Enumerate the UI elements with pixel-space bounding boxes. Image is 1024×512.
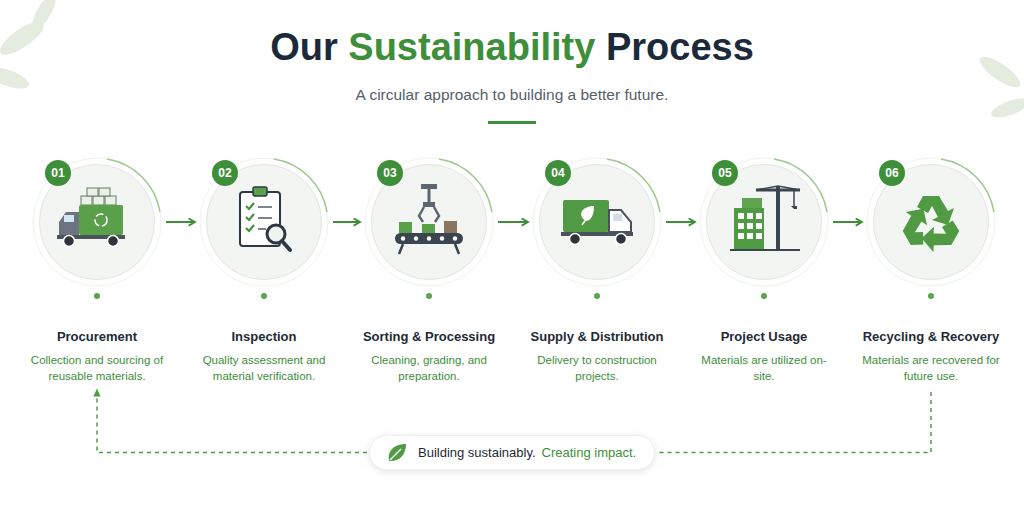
callout-number: 05	[712, 160, 738, 186]
step-dot	[594, 293, 600, 299]
spacer	[349, 280, 509, 328]
circle-grounds	[33, 158, 995, 286]
flow-connector	[166, 221, 195, 223]
title-word: Sustainability	[348, 26, 606, 68]
spacer	[517, 280, 677, 328]
clipboard-icon	[240, 187, 290, 250]
step-description: Delivery to construction projects.	[528, 352, 666, 384]
spacer	[17, 280, 177, 328]
caption: A circular approach to building a better…	[0, 86, 1024, 104]
title: Our Sustainability Process	[0, 26, 1024, 69]
step-heading: Recycling & Recovery	[851, 328, 1011, 346]
title-word: Our	[270, 26, 348, 68]
step-description: Materials are utilized on-site.	[695, 352, 833, 384]
flow-connector	[97, 392, 367, 453]
callout-number: 02	[212, 160, 238, 186]
spacer	[684, 280, 844, 328]
step-heading: Supply & Distribution	[517, 328, 677, 346]
title-word: Process	[606, 26, 754, 68]
process-step: Sorting & ProcessingCleaning, grading, a…	[349, 164, 509, 384]
flow-connector	[833, 221, 862, 223]
step-dot	[928, 293, 934, 299]
recycle-icon	[895, 196, 962, 258]
truck-icon	[57, 188, 125, 247]
step-description: Cleaning, grading, and preparation.	[360, 352, 498, 384]
flow-connector	[333, 221, 360, 223]
flow-connector	[657, 392, 931, 453]
process-step: Recycling & RecoveryMaterials are recove…	[851, 164, 1011, 384]
step-description: Quality assessment and material verifica…	[195, 352, 333, 384]
delivery-truck-icon	[561, 200, 633, 245]
flow-connector	[666, 221, 695, 223]
step-description: Materials are recovered for future use.	[862, 352, 1000, 384]
tagline-text: Creating impact.	[542, 445, 637, 460]
tagline-text: Building sustainably.	[418, 445, 536, 460]
leaf-icon	[386, 442, 408, 464]
step-heading: Procurement	[17, 328, 177, 346]
step-dot	[261, 293, 267, 299]
step-heading: Sorting & Processing	[349, 328, 509, 346]
step-description: Collection and sourcing of reusable mate…	[28, 352, 166, 384]
step-heading: Project Usage	[684, 328, 844, 346]
process-step: Supply & DistributionDelivery to constru…	[517, 164, 677, 384]
callout-number: 04	[545, 160, 571, 186]
step-dot	[761, 293, 767, 299]
callout-number: 03	[377, 160, 403, 186]
flow-connector	[498, 221, 528, 223]
step-dot	[426, 293, 432, 299]
title-underline	[488, 121, 536, 124]
building-crane-icon	[730, 186, 800, 250]
step-heading: Inspection	[184, 328, 344, 346]
conveyor-icon	[395, 184, 463, 254]
tagline-pill: Building sustainably. Creating impact.	[369, 435, 655, 470]
step-dot	[94, 293, 100, 299]
callout-number: 01	[45, 160, 71, 186]
callout-number: 06	[879, 160, 905, 186]
spacer	[851, 280, 1011, 328]
process-step: Project UsageMaterials are utilized on-s…	[684, 164, 844, 384]
spacer	[184, 280, 344, 328]
process-step: InspectionQuality assessment and materia…	[184, 164, 344, 384]
corner-leaves	[0, 0, 1024, 121]
process-step: ProcurementCollection and sourcing of re…	[17, 164, 177, 384]
